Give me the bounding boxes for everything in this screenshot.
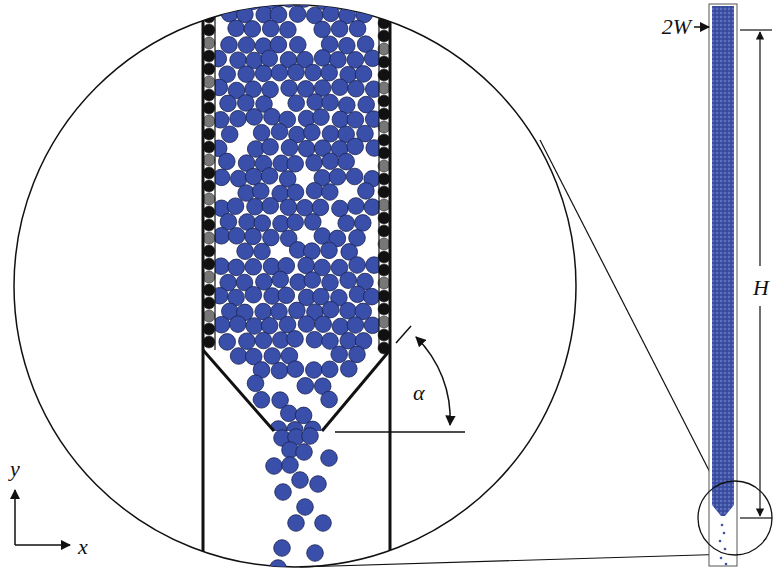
wall-particles <box>203 0 390 354</box>
angle-label: α <box>413 382 425 404</box>
grain-particles <box>210 0 383 438</box>
width-label: 2W <box>662 16 691 38</box>
falling-particles <box>266 428 338 571</box>
height-label: H <box>753 275 769 301</box>
zoom-circle <box>14 5 576 567</box>
axis-label: x <box>78 536 88 558</box>
axis-label: y <box>10 458 20 480</box>
